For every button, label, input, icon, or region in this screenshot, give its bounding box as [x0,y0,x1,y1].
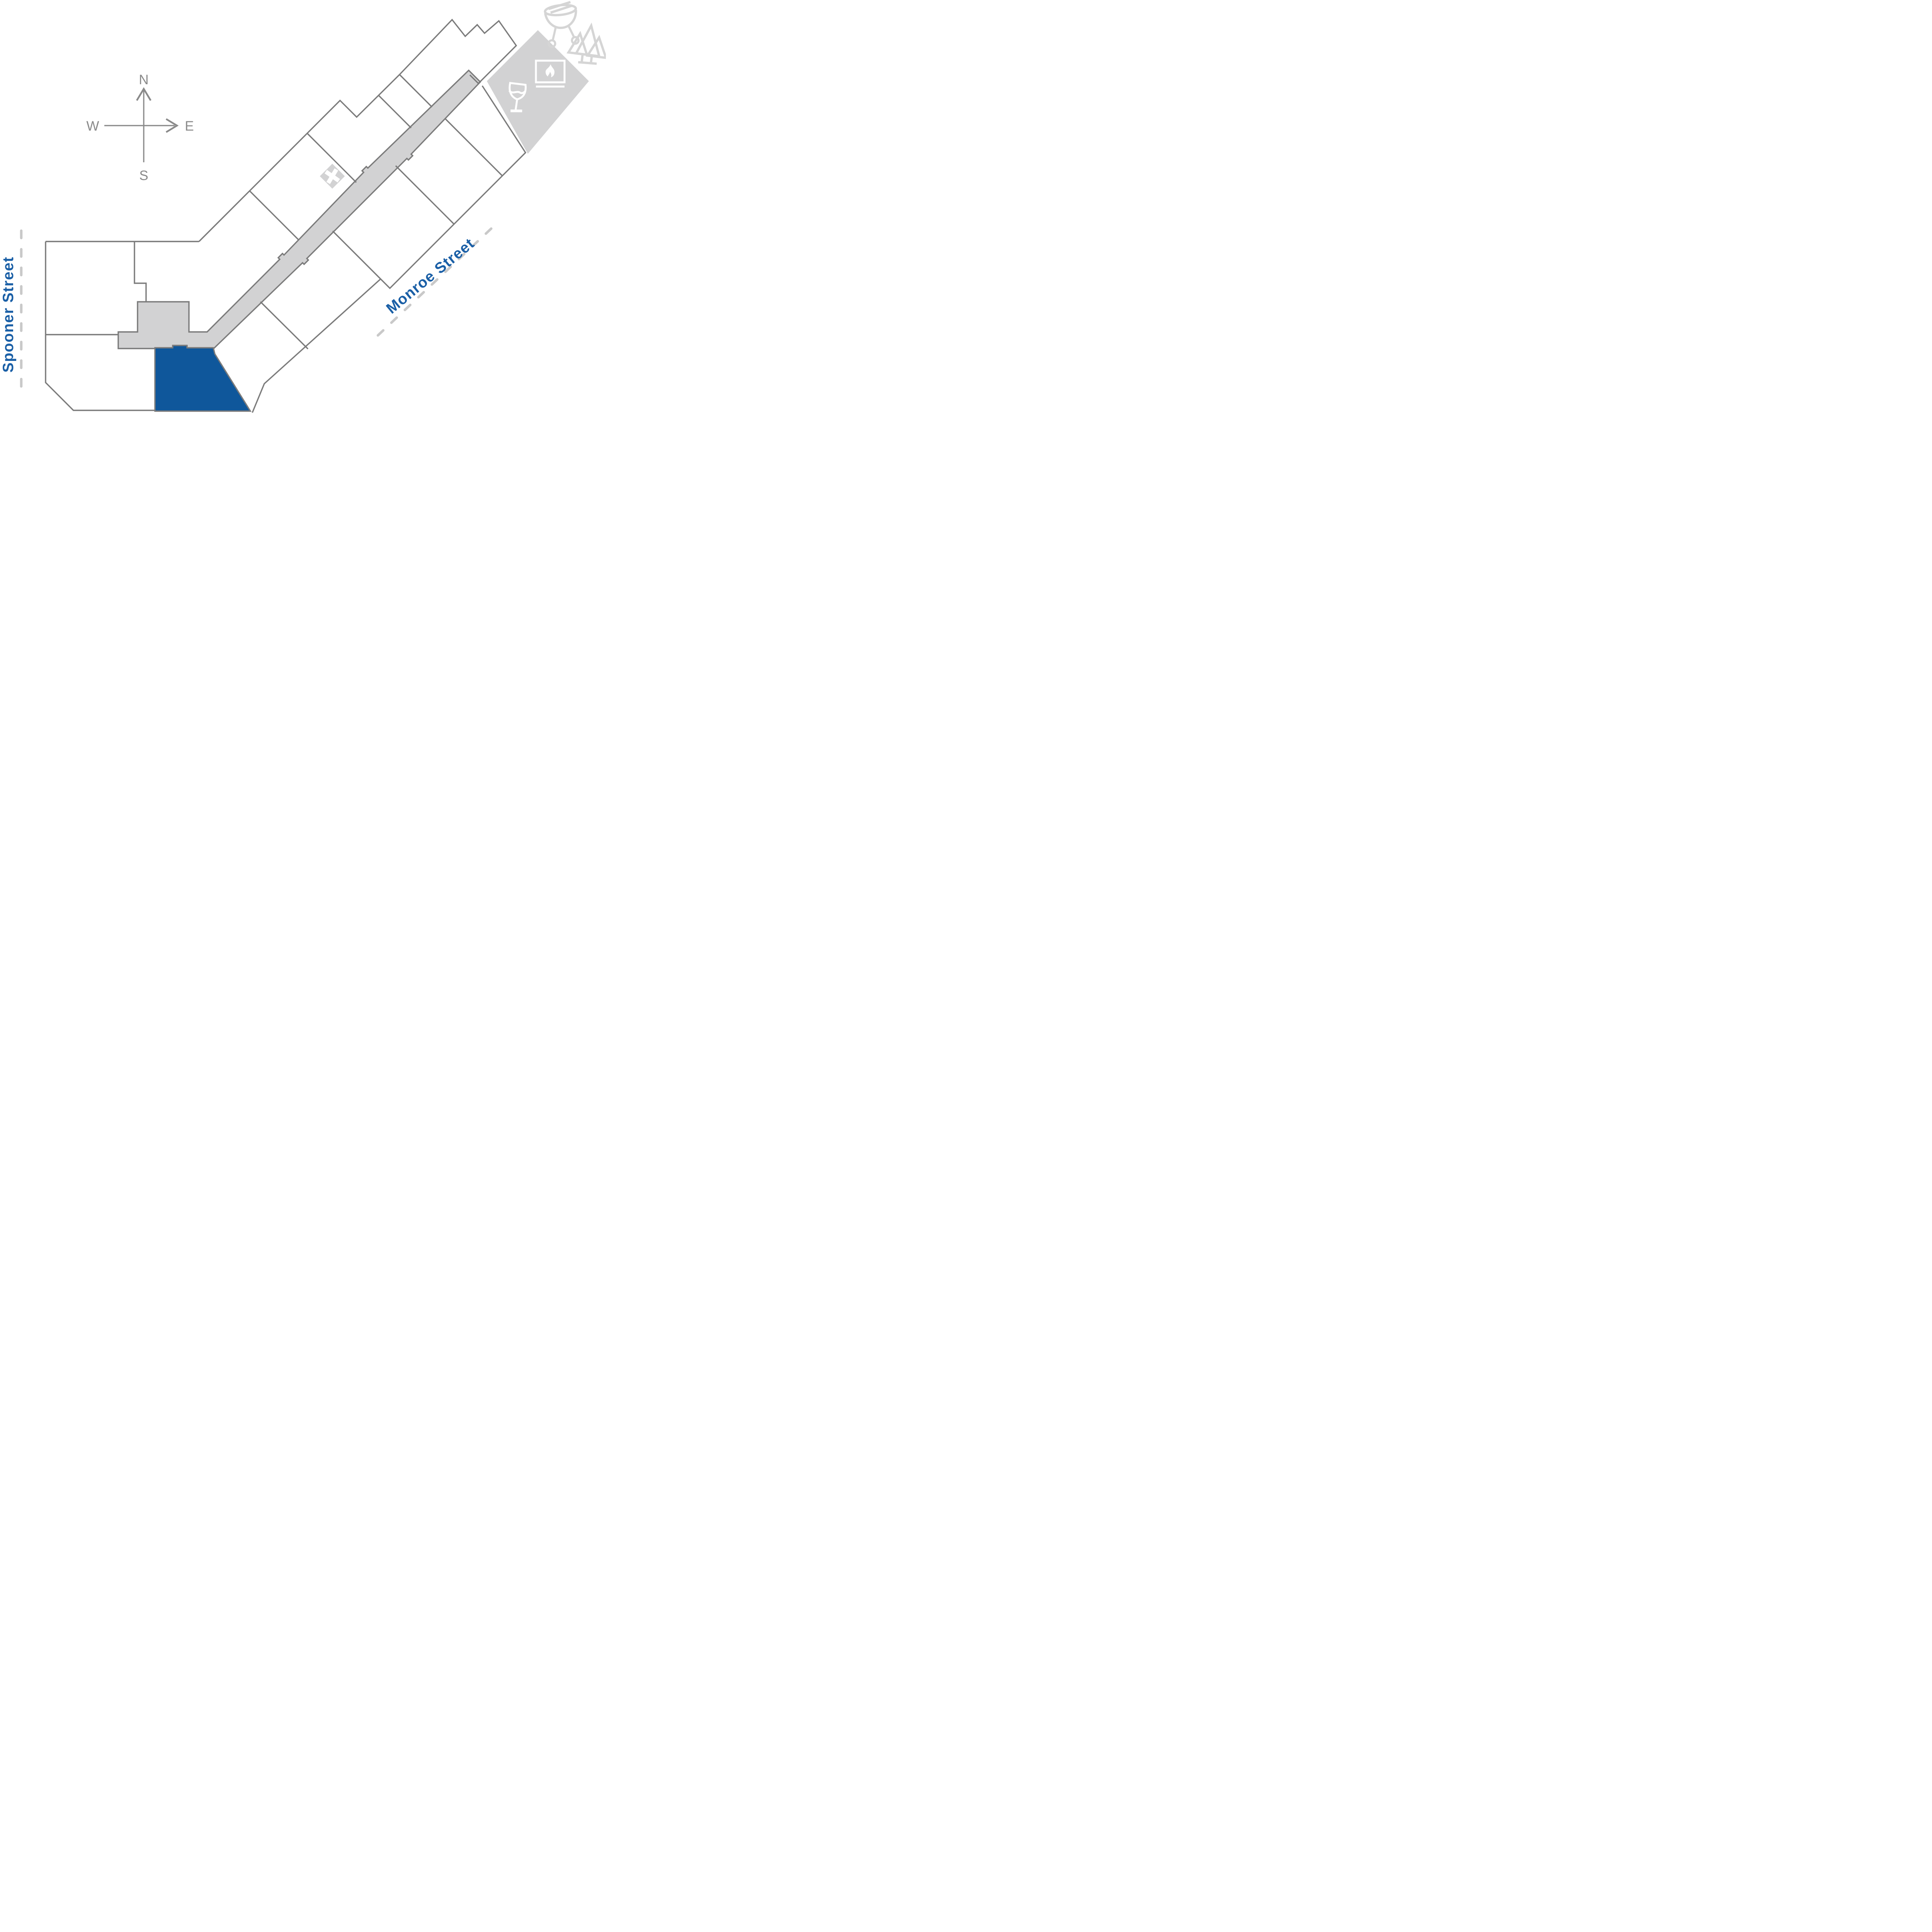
street-lines [20,219,501,399]
end-unit-outline [399,19,517,108]
pine-trees-icon [566,22,606,65]
compass-south-label: S [139,168,148,183]
wing-northwest-outline [198,74,400,242]
site-plan-svg: N S W E Spooner Street Monroe Street [0,1,606,413]
highlighted-unit[interactable] [154,345,252,412]
amenity-deck [487,30,589,154]
fireplace-icon [535,60,566,88]
southeast-unit-dividers [260,118,503,350]
compass-north-label: N [139,72,148,87]
x-marker-icon [315,159,349,193]
north-arrowhead-icon [136,87,151,101]
west-building-walls [45,241,199,411]
grill-icon [544,1,580,48]
site-plan: N S W E Spooner Street Monroe Street [0,0,606,413]
wing-southeast-outline [252,85,527,413]
northwest-unit-dividers [249,95,412,241]
spooner-street-label: Spooner Street [0,257,17,373]
compass-east-label: E [185,119,194,134]
corridor [117,69,481,349]
compass-west-label: W [86,119,99,134]
building-outline [45,19,527,413]
wine-glass-icon [508,82,527,112]
compass: N S W E [86,72,194,183]
east-arrowhead-icon [165,118,179,133]
